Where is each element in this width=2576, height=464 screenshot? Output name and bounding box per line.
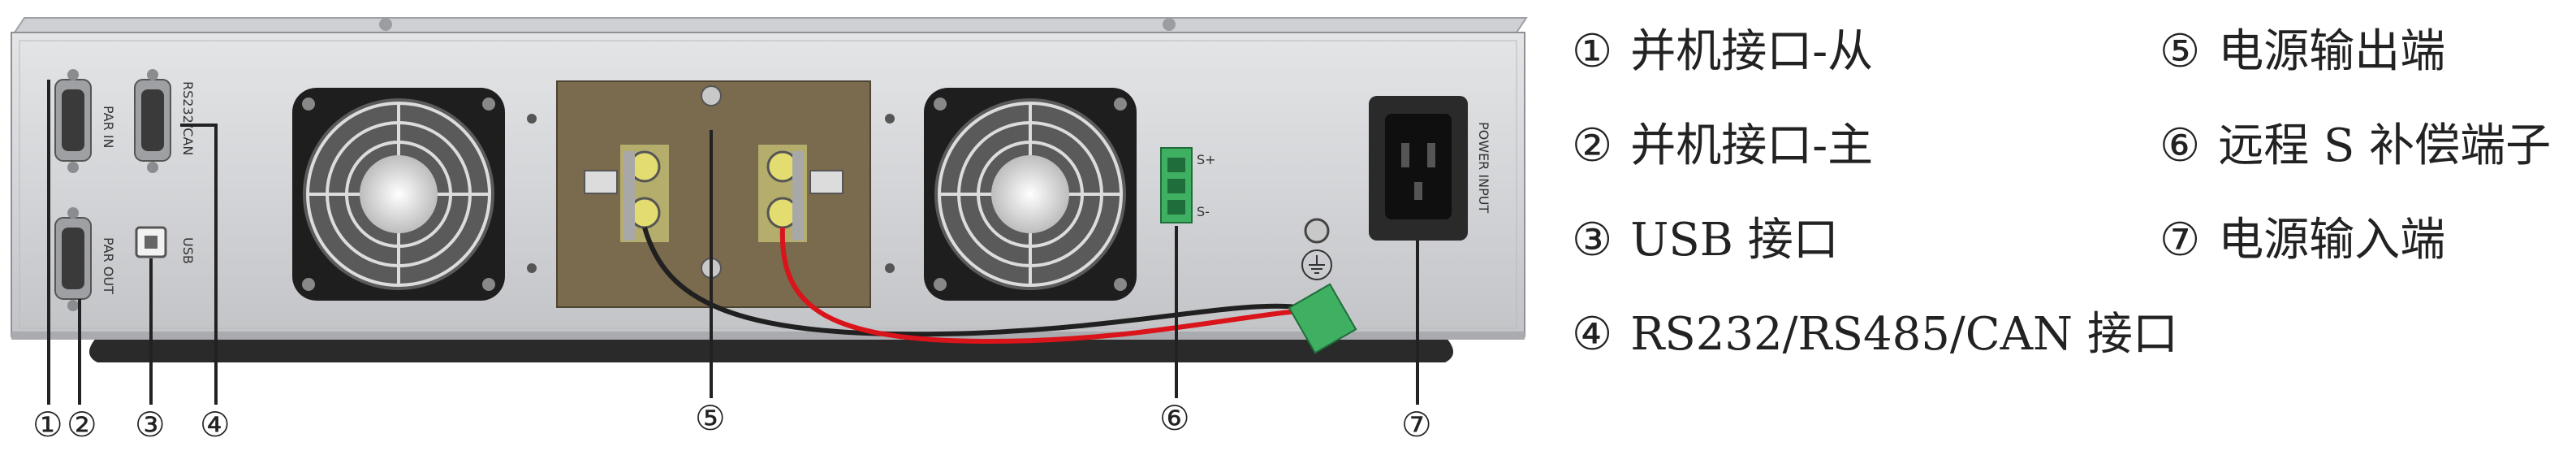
callout-3: ③ <box>135 405 166 444</box>
db9-connector-par-in <box>54 69 92 173</box>
vent-hole <box>885 263 895 273</box>
cooling-fan-left <box>292 88 505 301</box>
output-wires <box>642 227 1324 345</box>
db9-connector-par-out <box>54 207 92 311</box>
sense-minus-label: S- <box>1197 204 1210 219</box>
callout-2: ② <box>67 405 97 444</box>
callout-5: ⑤ <box>695 398 726 438</box>
callout-7: ⑦ <box>1401 405 1432 444</box>
db9-connector-rs232 <box>134 69 171 173</box>
sense-plus-label: S+ <box>1197 152 1216 167</box>
vent-hole <box>885 114 895 124</box>
par-in-label: PAR IN <box>101 106 116 148</box>
power-input-label: POWER INPUT <box>1476 122 1491 213</box>
rs232-label: RS232/CAN <box>180 81 196 155</box>
callout-4: ④ <box>200 405 231 444</box>
par-out-label: PAR OUT <box>101 237 116 294</box>
remote-sense-terminal <box>1160 147 1193 223</box>
ground-terminal <box>1301 218 1332 280</box>
output-terminal-board <box>556 80 871 308</box>
chassis-top-lid <box>13 17 1528 33</box>
cooling-fan-right <box>924 88 1137 301</box>
power-inlet <box>1369 96 1468 241</box>
usb-port <box>135 226 167 258</box>
usb-label: USB <box>180 237 196 264</box>
vent-hole <box>527 114 537 124</box>
callout-1: ① <box>32 405 63 444</box>
sense-plug-loose <box>1288 283 1357 354</box>
leader-lines <box>47 80 1419 405</box>
chassis-foot <box>11 332 1525 362</box>
vent-hole <box>527 263 537 273</box>
callout-6: ⑥ <box>1159 398 1190 438</box>
